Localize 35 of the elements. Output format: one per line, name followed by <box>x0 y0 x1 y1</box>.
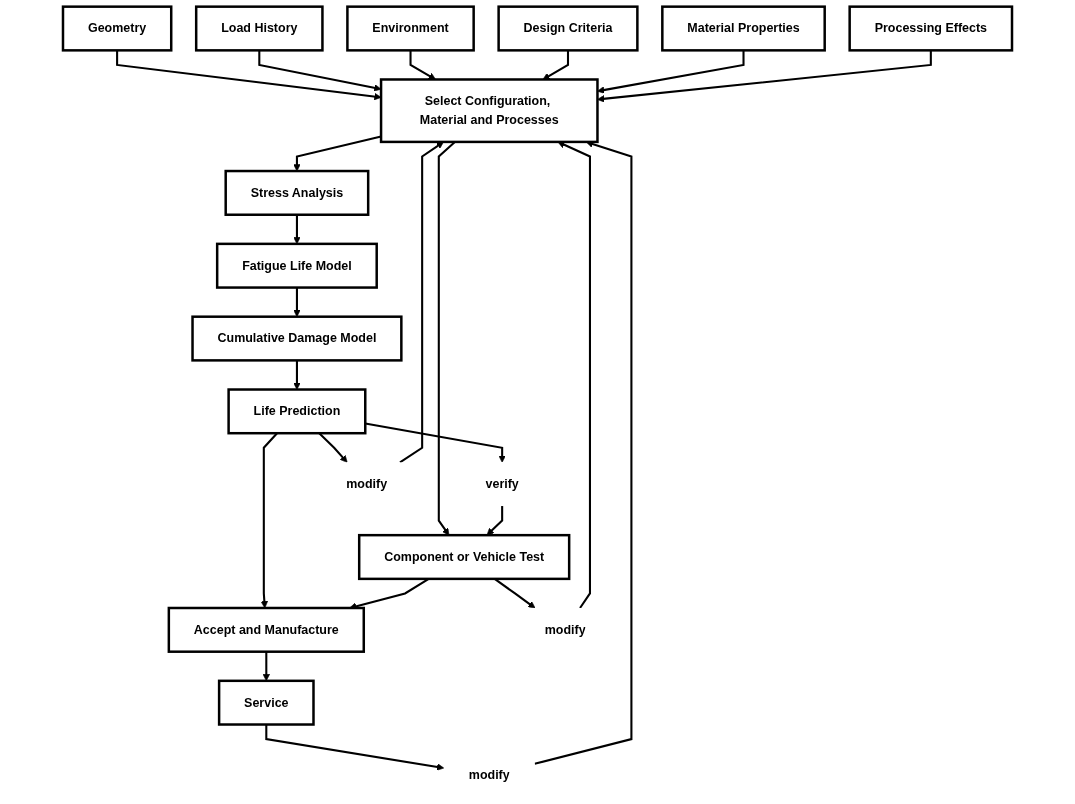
arrow <box>293 287 301 317</box>
arrow <box>365 422 506 463</box>
arrow <box>293 135 382 172</box>
node-text: modify <box>544 622 586 637</box>
node-box: Life Prediction <box>227 388 367 435</box>
arrow <box>494 578 536 609</box>
node-box: Processing Effects <box>848 5 1014 52</box>
node-box: Stress Analysis <box>224 169 370 216</box>
node-text: modify <box>346 476 388 491</box>
node-box: Service <box>217 679 315 726</box>
node-box: Material Properties <box>661 5 826 52</box>
arrow <box>258 50 382 92</box>
arrow <box>486 506 504 536</box>
node-box: Environment <box>346 5 475 52</box>
node-box: Design Criteria <box>497 5 639 52</box>
node-box: Accept and Manufacture <box>167 606 365 653</box>
arrow <box>597 50 745 94</box>
node-text: verify <box>485 476 519 491</box>
arrow <box>542 50 570 80</box>
arrow <box>265 724 445 771</box>
node-text: modify <box>468 767 510 782</box>
arrow <box>399 141 444 464</box>
node-box: Cumulative Damage Model <box>191 315 403 362</box>
arrow <box>409 50 436 80</box>
arrow <box>597 50 932 103</box>
node-box: Load History <box>194 5 324 52</box>
arrow <box>534 140 633 765</box>
node-box: Fatigue Life Model <box>215 242 378 289</box>
node-box: Select Configuration, Material and Processes <box>379 78 599 144</box>
arrow <box>437 141 456 536</box>
node-box: Component or Vehicle Test <box>357 533 571 581</box>
arrow <box>293 360 301 390</box>
arrow <box>116 50 382 101</box>
arrow <box>557 141 591 609</box>
node-box: Geometry <box>61 5 173 52</box>
